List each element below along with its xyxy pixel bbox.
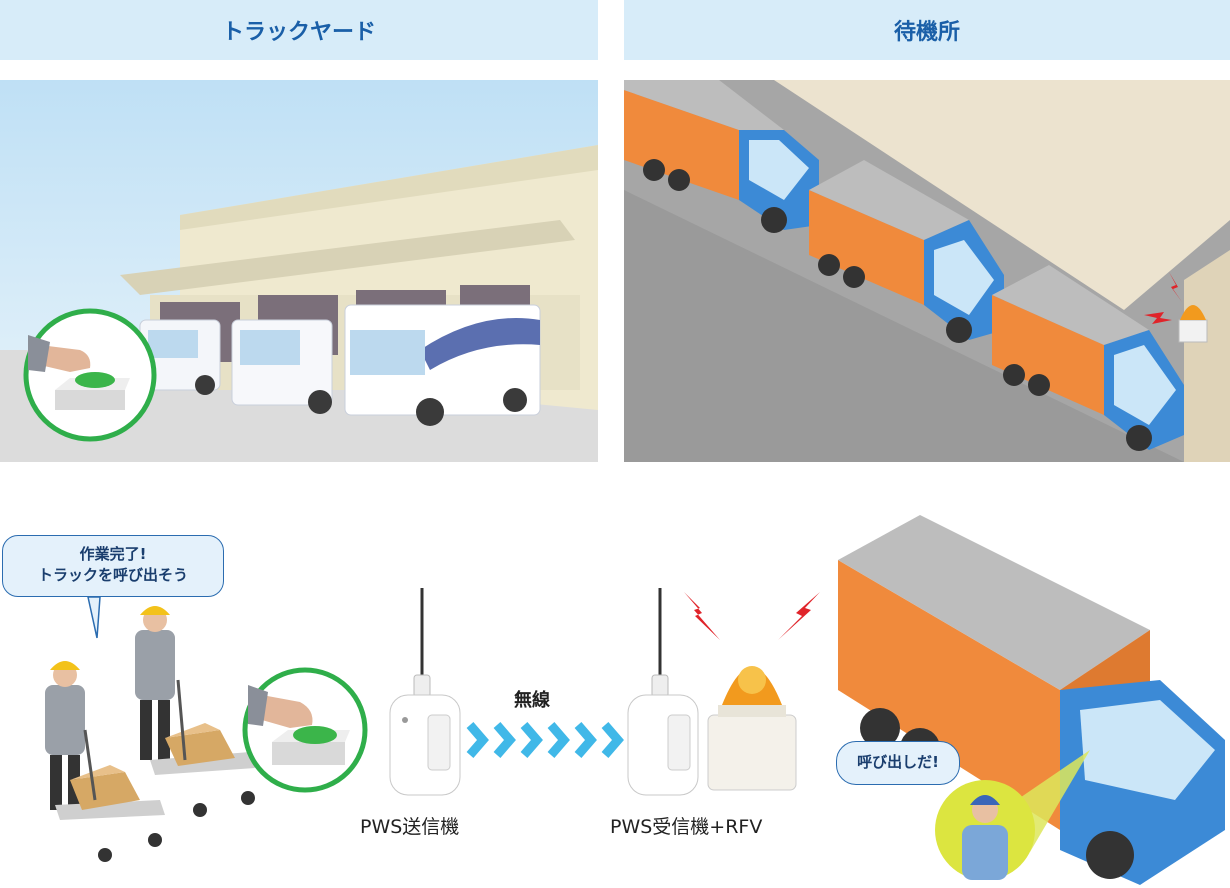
call-button-inset: [23, 308, 157, 442]
waiting-truck-1: [624, 80, 819, 233]
panel-title-truck-yard: トラックヤード: [0, 0, 598, 60]
parked-truck-2: [231, 319, 333, 414]
push-button-icon: [242, 667, 368, 793]
driver-speech-bubble: 呼び出しだ!: [836, 741, 960, 785]
worker-with-cart-2: [135, 606, 255, 817]
worker-with-cart-1: [45, 661, 165, 862]
truck-yard-scene: [0, 80, 598, 462]
pws-transmitter-icon: [389, 588, 461, 796]
panel-title-waiting-area: 待機所: [624, 0, 1230, 60]
worker-speech-bubble: 作業完了! トラックを呼び出そう: [2, 535, 224, 597]
wireless-label: 無線: [514, 690, 550, 711]
worker-speech-line-1: 作業完了!: [79, 545, 147, 563]
wireless-arrows: [466, 722, 624, 758]
rfv-rotating-light-icon: [684, 592, 820, 791]
waiting-area-scene: [624, 80, 1230, 462]
transmitter-label: PWS送信機: [360, 816, 460, 838]
wall-beacon-light: [1144, 272, 1208, 343]
waiting-truck-3: [992, 265, 1184, 451]
receiver-label: PWS受信機+RFV: [610, 816, 763, 838]
pws-receiver-icon: [627, 588, 699, 796]
driver-inset-icon: [935, 750, 1090, 880]
waiting-truck-2: [809, 160, 1004, 343]
parked-truck-3: [344, 304, 541, 426]
worker-speech-line-2: トラックを呼び出そう: [37, 566, 188, 584]
parked-truck-1: [139, 319, 221, 395]
